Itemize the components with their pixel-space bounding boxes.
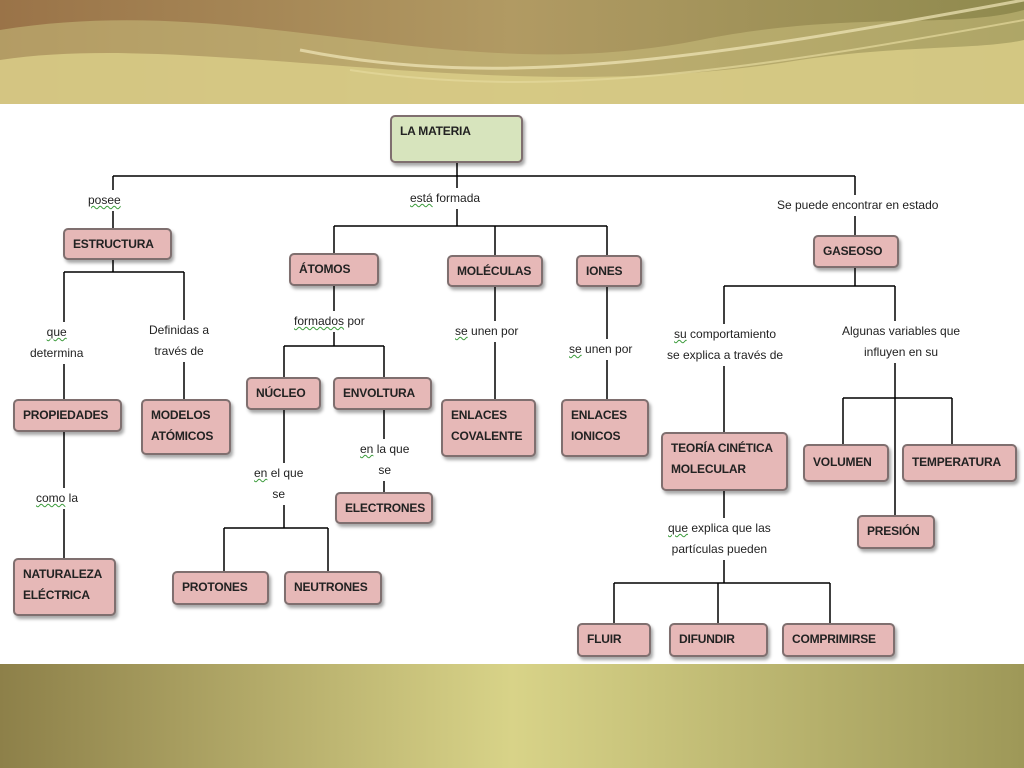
header-decoration: [0, 0, 1024, 104]
node-neutrones: NEUTRONES: [284, 571, 382, 605]
node-fluir: FLUIR: [577, 623, 651, 657]
link-formados-por: formados por: [292, 311, 367, 332]
node-propiedades: PROPIEDADES: [13, 399, 122, 432]
link-se-unen-ionico: se unen por: [567, 339, 635, 360]
node-temperatura: TEMPERATURA: [902, 444, 1017, 482]
footer-decoration: [0, 664, 1024, 768]
node-moleculas: MOLÉCULAS: [447, 255, 543, 287]
concept-map-canvas: [0, 104, 1024, 664]
link-se-unen-covalente: se unen por: [453, 321, 521, 342]
node-presion: PRESIÓN: [857, 515, 935, 549]
node-estructura: ESTRUCTURA: [63, 228, 172, 260]
node-volumen: VOLUMEN: [803, 444, 889, 482]
link-esta-formada: está formada: [408, 188, 483, 209]
node-difundir: DIFUNDIR: [669, 623, 768, 657]
node-nucleo: NÚCLEO: [246, 377, 321, 410]
node-iones: IONES: [576, 255, 642, 287]
node-atomos: ÁTOMOS: [289, 253, 379, 286]
link-como-la: como la: [34, 488, 81, 509]
node-gaseoso: GASEOSO: [813, 235, 899, 268]
node-comprimirse: COMPRIMIRSE: [782, 623, 895, 657]
node-la-materia: LA MATERIA: [390, 115, 523, 163]
node-electrones: ELECTRONES: [335, 492, 433, 524]
link-se-puede-encontrar: Se puede encontrar en estado: [775, 195, 941, 216]
node-envoltura: ENVOLTURA: [333, 377, 432, 410]
node-protones: PROTONES: [172, 571, 269, 605]
link-posee: posee: [86, 190, 123, 211]
